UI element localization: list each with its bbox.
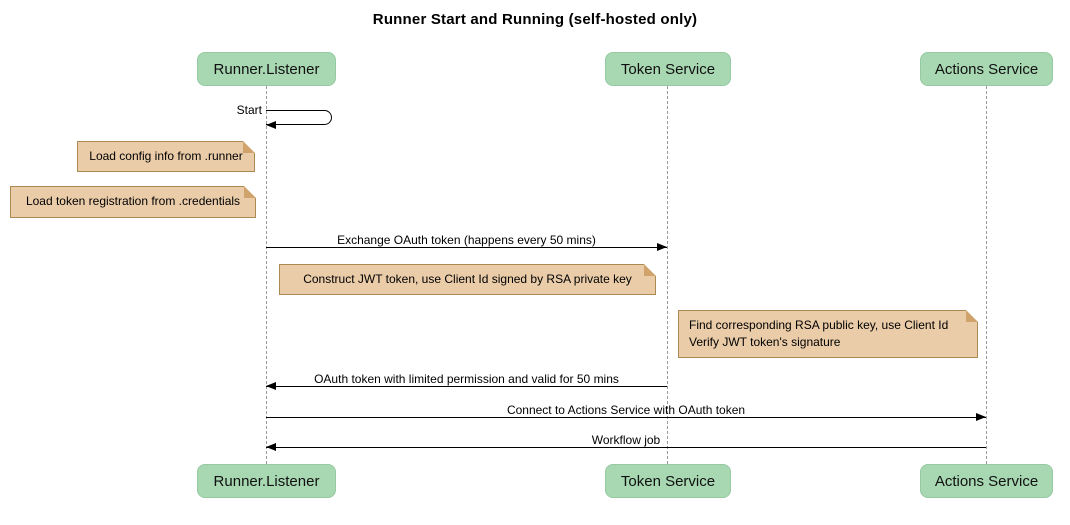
participant-actions-service-bottom: Actions Service	[920, 464, 1053, 498]
lifeline-runner-listener	[266, 86, 267, 464]
msg-connect-actions-line	[266, 417, 986, 418]
note-verify-jwt: Find corresponding RSA public key, use C…	[678, 310, 978, 358]
msg-workflow-job-arrowhead-icon	[266, 443, 276, 451]
note-construct-jwt: Construct JWT token, use Client Id signe…	[279, 264, 656, 295]
msg-exchange-oauth-label: Exchange OAuth token (happens every 50 m…	[337, 233, 596, 247]
msg-exchange-oauth-arrowhead-icon	[657, 243, 667, 251]
note-construct-jwt-text: Construct JWT token, use Client Id signe…	[303, 271, 632, 286]
note-load-config: Load config info from .runner	[77, 141, 255, 172]
diagram-title: Runner Start and Running (self-hosted on…	[372, 11, 698, 28]
lifeline-actions-service	[986, 86, 987, 464]
note-load-token-registration: Load token registration from .credential…	[10, 186, 256, 218]
note-load-config-text: Load config info from .runner	[89, 148, 243, 163]
self-message-label: Start	[236, 103, 262, 117]
msg-connect-actions-arrowhead-icon	[976, 413, 986, 421]
participant-runner-listener-top: Runner.Listener	[197, 52, 336, 86]
msg-oauth-token-return-line	[266, 386, 667, 387]
note-load-token-registration-text: Load token registration from .credential…	[25, 194, 241, 209]
msg-workflow-job-line	[266, 447, 986, 448]
participant-actions-service-top: Actions Service	[920, 52, 1053, 86]
participant-runner-listener-bottom: Runner.Listener	[197, 464, 336, 498]
note-verify-jwt-text: Find corresponding RSA public key, use C…	[689, 317, 949, 349]
msg-oauth-token-return-label: OAuth token with limited permission and …	[314, 372, 619, 386]
lifeline-token-service	[667, 86, 668, 464]
msg-oauth-token-return-arrowhead-icon	[266, 382, 276, 390]
participant-token-service-top: Token Service	[605, 52, 731, 86]
msg-connect-actions-label: Connect to Actions Service with OAuth to…	[506, 403, 746, 417]
participant-token-service-bottom: Token Service	[605, 464, 731, 498]
self-message-arrowhead-icon	[266, 121, 276, 129]
self-message-loop	[266, 110, 332, 125]
msg-workflow-job-label: Workflow job	[591, 433, 661, 447]
msg-exchange-oauth-line	[266, 247, 667, 248]
